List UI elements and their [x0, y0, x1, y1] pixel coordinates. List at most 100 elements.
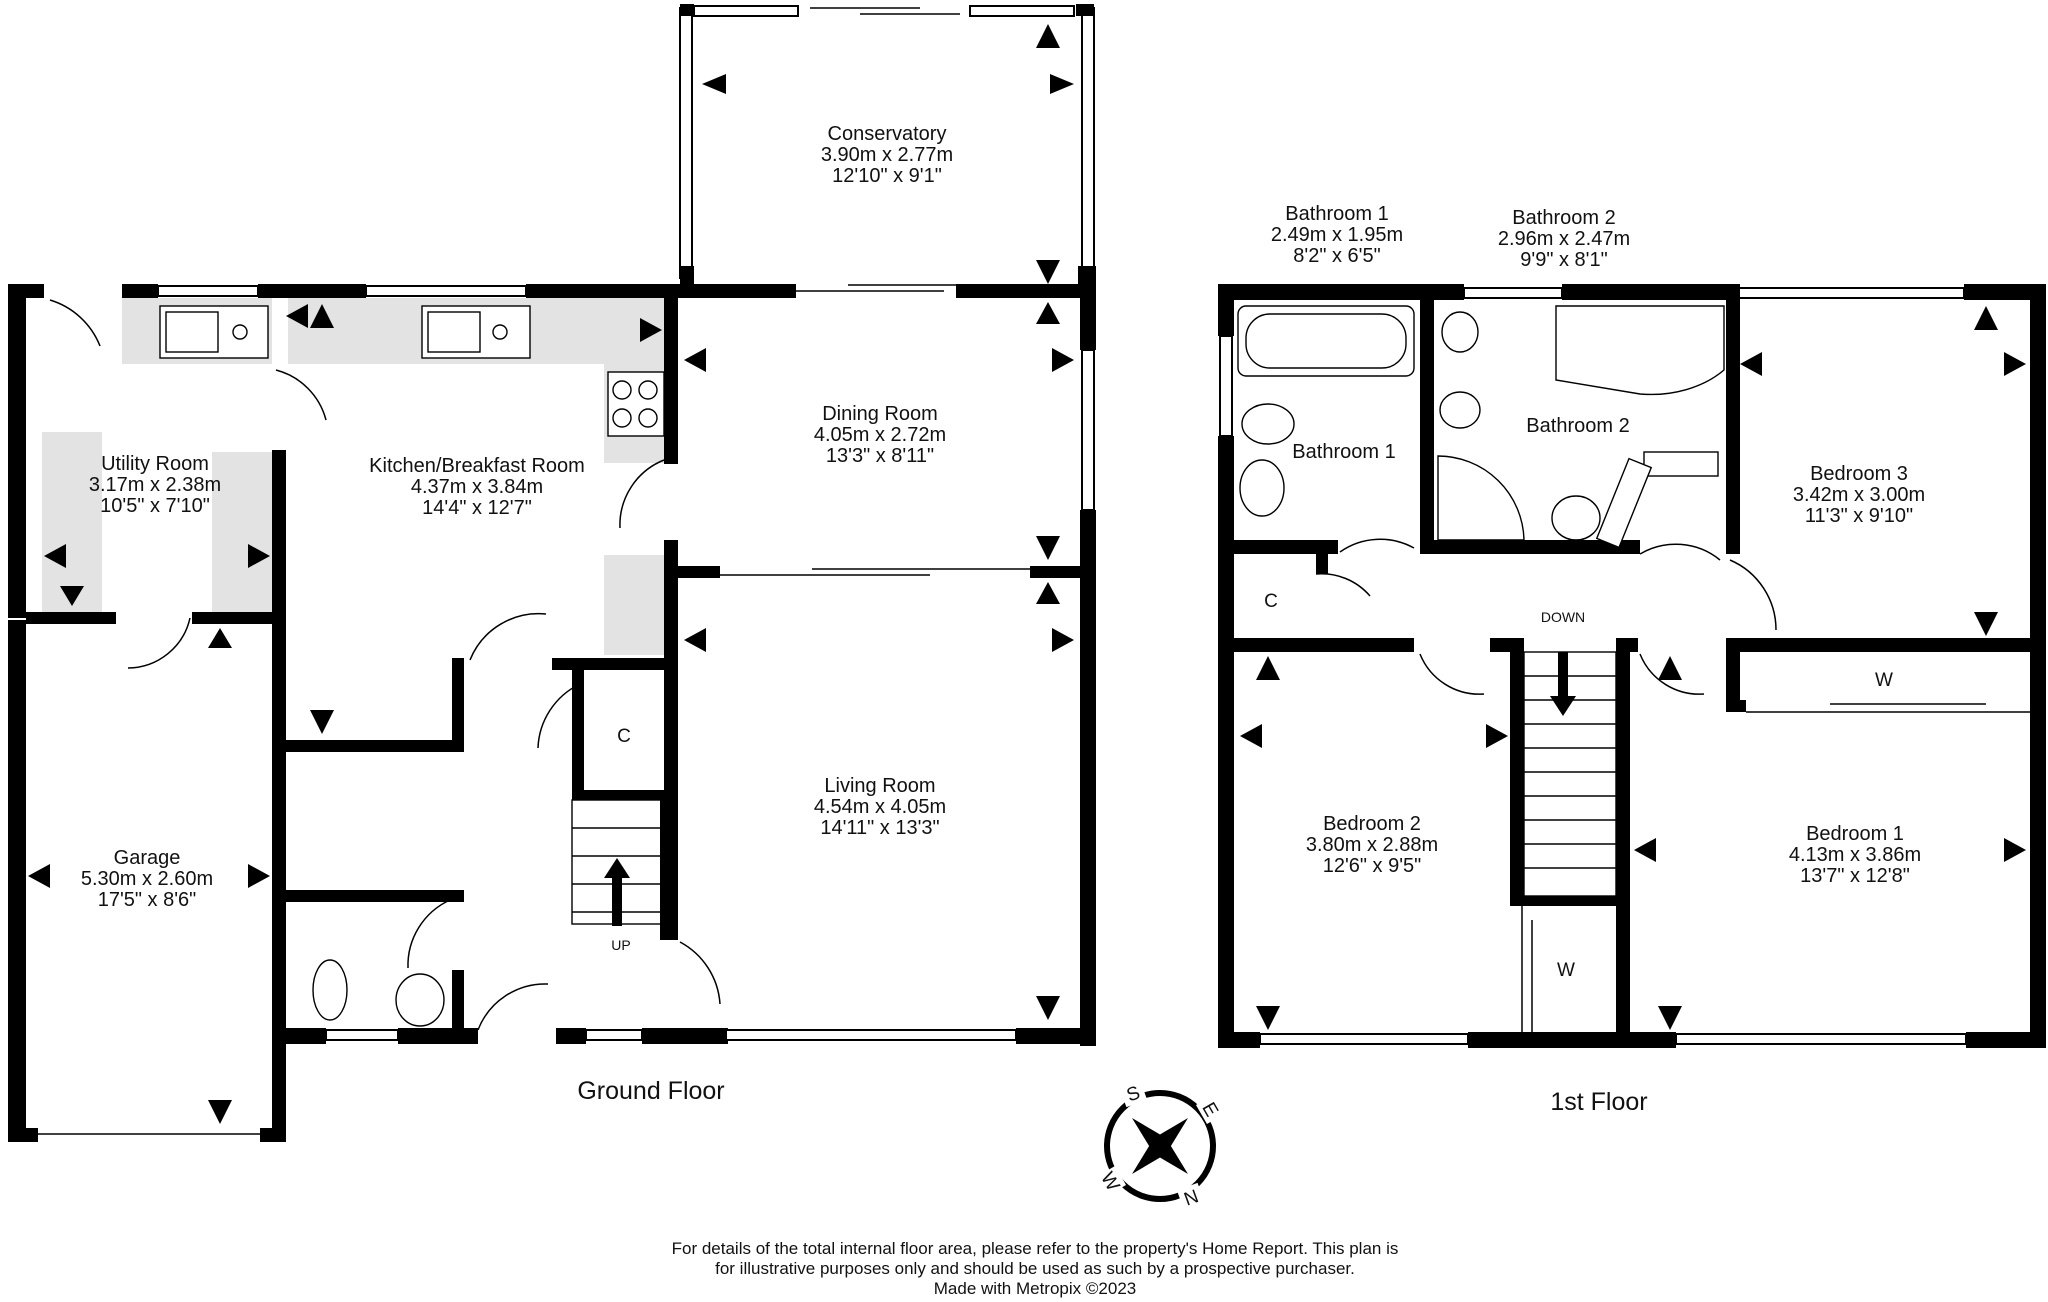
conservatory-post-sw — [680, 266, 694, 290]
garage-west-wall — [8, 620, 26, 1142]
kitchen-hob — [607, 371, 665, 437]
bath2-label: Bathroom 2 — [1526, 415, 1629, 437]
bath2-window — [1463, 287, 1563, 299]
utility-counter-left — [42, 432, 102, 612]
garage-east-wall — [272, 612, 286, 1142]
kitchen-hall-door-swing — [469, 612, 547, 661]
utility-west-wall — [8, 284, 26, 618]
bed2-window — [1259, 1033, 1469, 1045]
first-floor-label: 1st Floor — [1550, 1088, 1647, 1116]
kitchen-north-wall-a — [258, 284, 366, 298]
utility-east-wall — [272, 450, 286, 618]
utility-imperial: 10'5" x 7'10" — [100, 495, 210, 517]
bath1-south-wall — [1234, 540, 1338, 554]
conservatory-metric: 3.90m x 2.77m — [821, 144, 953, 166]
bathroom2-top-metric: 2.96m x 2.47m — [1498, 228, 1630, 250]
garage-south-wall-a — [8, 1128, 38, 1142]
hall-wall-a — [452, 658, 464, 752]
dining-north-wall-b — [956, 284, 1096, 298]
kitchen-counter-lower — [604, 555, 664, 655]
conservatory-corner-ne — [1076, 4, 1094, 16]
dining-east-wall-a — [1080, 284, 1096, 350]
landing-wall-b — [1616, 638, 1638, 652]
living-imperial: 14'11" x 13'3" — [820, 817, 939, 839]
garage-name: Garage — [114, 847, 181, 869]
dining-imperial: 13'3" x 8'11" — [826, 445, 934, 467]
bed3-south-wall — [1726, 638, 2046, 652]
compass-star-b — [1132, 1118, 1188, 1174]
ff-south-wall-b — [1468, 1032, 1676, 1048]
stairs-east-wall — [1616, 638, 1630, 1038]
stairs-south-wall — [1510, 896, 1630, 906]
bath1-door-swing — [1339, 538, 1415, 553]
ground-wc — [312, 959, 445, 1027]
stairs-down-label: DOWN — [1541, 609, 1585, 625]
utility-name: Utility Room — [101, 453, 209, 475]
kitchen-name: Kitchen/Breakfast Room — [369, 455, 585, 477]
ground-dimension-arrows — [28, 24, 1074, 1124]
bath1-fixtures — [1237, 305, 1415, 517]
ff-west-wall-b — [1218, 436, 1234, 1048]
garage-imperial: 17'5" x 8'6" — [98, 889, 197, 911]
first-floor-plan: Bathroom 1 2.49m x 1.95m 8'2" x 6'5" Bat… — [1218, 203, 2046, 1116]
front-door-swing — [477, 983, 549, 1031]
bed1-wardrobe-label: W — [1875, 670, 1893, 691]
bed3-window — [1737, 287, 1965, 299]
conservatory-west-window — [679, 7, 693, 279]
ground-floor-label: Ground Floor — [577, 1077, 724, 1105]
bedroom3-imperial: 11'3" x 9'10" — [1805, 505, 1913, 527]
garage-utility-door-swing — [127, 617, 191, 669]
bathroom2-top-imperial: 9'9" x 8'1" — [1520, 249, 1607, 271]
living-metric: 4.54m x 4.05m — [814, 796, 946, 818]
living-south-wall-b — [1016, 1028, 1096, 1044]
compass-ring — [1104, 1090, 1216, 1202]
bedroom2-name: Bedroom 2 — [1323, 813, 1421, 835]
garage-south-wall-b — [260, 1128, 286, 1142]
kitchen-south-wall — [286, 740, 464, 752]
utility-south-wall-a — [26, 612, 116, 624]
bedroom1-metric: 4.13m x 3.86m — [1789, 844, 1921, 866]
utility-metric: 3.17m x 2.38m — [89, 474, 221, 496]
bath1-window — [1219, 335, 1233, 437]
bedroom1-imperial: 13'7" x 12'8" — [1800, 865, 1910, 887]
compass-w: W — [1096, 1169, 1123, 1195]
wc-south-wall-a — [272, 1028, 326, 1044]
cupboard-ff-door-swing — [1315, 573, 1371, 597]
ff-west-wall-a — [1218, 284, 1234, 336]
conservatory-east-window — [1081, 7, 1095, 279]
bathroom2-top-name: Bathroom 2 — [1512, 207, 1615, 229]
kitchen-imperial: 14'4" x 12'7" — [422, 497, 532, 519]
kitchen-metric: 4.37m x 3.84m — [411, 476, 543, 498]
bath1-label: Bathroom 1 — [1292, 441, 1395, 463]
cupboard-south-wall — [572, 790, 672, 800]
conservatory-corner-nw — [680, 4, 694, 16]
dining-south-wall-b — [1030, 566, 1096, 578]
compass-n: N — [1181, 1186, 1201, 1210]
cupboard-door-swing — [537, 683, 581, 749]
utility-sink — [159, 305, 269, 359]
bed3-door-swing — [1729, 559, 1777, 631]
dining-south-wall-a — [676, 566, 720, 578]
wc-south-wall-b — [398, 1028, 478, 1044]
ff-south-wall-a — [1218, 1032, 1260, 1048]
living-window — [725, 1029, 1017, 1041]
dining-north-wall-a — [676, 284, 796, 298]
ground-floor-plan: Conservatory 3.90m x 2.77m 12'10" x 9'1"… — [8, 4, 1096, 1142]
bedroom2-metric: 3.80m x 2.88m — [1306, 834, 1438, 856]
ground-stairs — [571, 799, 672, 940]
bathroom1-top-metric: 2.49m x 1.95m — [1271, 224, 1403, 246]
wardrobe-west-wall — [1726, 638, 1740, 712]
bathroom1-top-imperial: 8'2" x 6'5" — [1293, 245, 1380, 267]
ff-south-wall-c — [1966, 1032, 2046, 1048]
cupboard-north-wall — [552, 658, 672, 670]
kitchen-east-wall-a — [664, 284, 678, 464]
stairs-up-label: UP — [611, 937, 630, 953]
bed2-wardrobe-label: W — [1557, 960, 1575, 981]
utility-counter-right — [212, 452, 272, 612]
dining-window — [1081, 349, 1095, 511]
footer-line-2: for illustrative purposes only and shoul… — [715, 1259, 1355, 1278]
bath2-door-swing — [1639, 543, 1721, 561]
kitchen-sink — [421, 305, 531, 359]
utility-back-door-swing — [49, 299, 101, 347]
wc-north-wall — [286, 890, 464, 902]
